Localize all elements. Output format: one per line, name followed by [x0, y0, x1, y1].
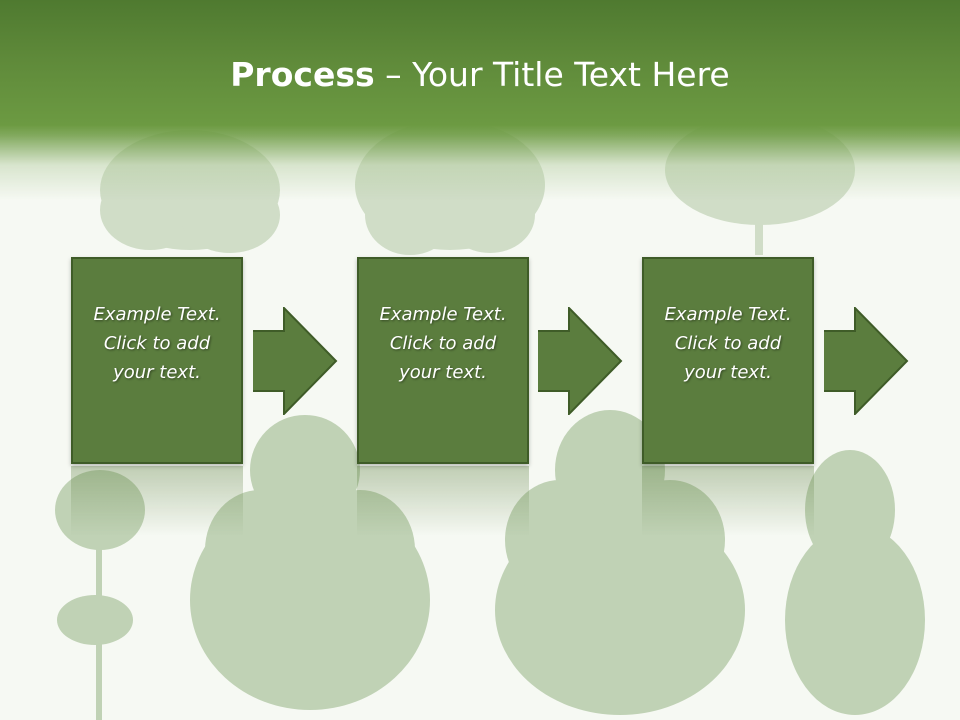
step-text-2: Example Text. Click to add your text.	[368, 300, 518, 387]
step-box-2[interactable]: Example Text. Click to add your text.	[357, 257, 529, 464]
step-text-line: your text.	[684, 362, 772, 383]
slide-title[interactable]: Process – Your Title Text Here	[0, 50, 960, 100]
step-text-line: Click to add	[674, 333, 782, 354]
step-text-line: your text.	[113, 362, 201, 383]
header-band	[0, 0, 960, 200]
step-text-line: Example Text.	[379, 304, 507, 325]
tree-bottom-4	[785, 450, 925, 715]
title-rest: – Your Title Text Here	[374, 55, 730, 94]
step-box-1[interactable]: Example Text. Click to add your text.	[71, 257, 243, 464]
step-text-line: Example Text.	[664, 304, 792, 325]
tree-bottom-2	[190, 415, 430, 710]
tree-bottom-1	[55, 470, 145, 720]
tree-bottom-3	[495, 410, 745, 715]
box-reflection	[642, 466, 814, 536]
step-text-line: your text.	[399, 362, 487, 383]
box-reflection	[71, 466, 243, 536]
box-reflection	[357, 466, 529, 536]
step-text-line: Click to add	[389, 333, 497, 354]
step-text-line: Example Text.	[93, 304, 221, 325]
step-box-3[interactable]: Example Text. Click to add your text.	[642, 257, 814, 464]
step-arrow-3[interactable]	[823, 307, 909, 415]
title-bold: Process	[230, 55, 375, 94]
step-arrow-1[interactable]	[252, 307, 338, 415]
step-arrow-2[interactable]	[537, 307, 623, 415]
step-text-1: Example Text. Click to add your text.	[82, 300, 232, 387]
step-text-3: Example Text. Click to add your text.	[653, 300, 803, 387]
step-text-line: Click to add	[103, 333, 211, 354]
